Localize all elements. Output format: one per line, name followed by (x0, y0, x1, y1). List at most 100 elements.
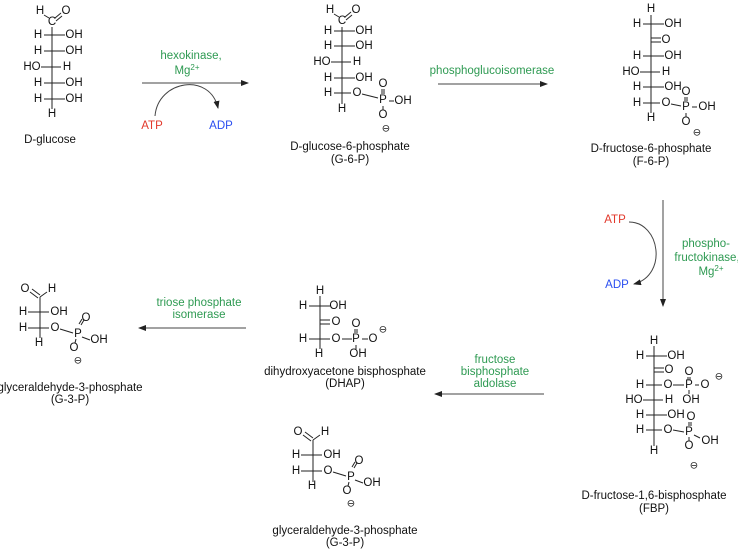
atom: O (353, 87, 362, 99)
molecule-fructose-1-6-bisphosphate: H H OH O H O P O O OH ⊖ HO H H OH H O P … (581, 335, 726, 515)
atom: H (636, 379, 644, 391)
molecule-abbr: (F-6-P) (633, 156, 670, 168)
atom: H (324, 72, 332, 84)
atom: O (21, 283, 30, 295)
atom: H (665, 394, 673, 406)
atom: O (324, 465, 333, 477)
molecule-name: glyceraldehyde-3-phosphate (0, 382, 143, 394)
enzyme-label: aldolase (474, 378, 517, 390)
reaction-arrow-hexokinase: hexokinase, Mg2+ ATP ADP (141, 50, 249, 132)
reaction-arrow-aldolase: fructose bisphosphate aldolase (434, 354, 544, 397)
atom: O (687, 411, 696, 423)
cofactor-mg: Mg2+ (174, 63, 199, 78)
molecule-glyceraldehyde-3-phosphate: O H H OH H O P O OH O ⊖ H glyceraldehyde… (0, 283, 143, 406)
atom: O (352, 318, 361, 330)
enzyme-label: isomerase (172, 309, 225, 321)
cofactor-mg: Mg2+ (698, 264, 723, 279)
atom: O (665, 364, 674, 376)
molecule-glucose-6-phosphate: H C O H OH H OH HO H H OH H O P O O OH H… (290, 4, 411, 166)
atom: H (636, 350, 644, 362)
atom: O (294, 426, 303, 438)
atom: H (34, 93, 42, 105)
atom: OH (698, 101, 715, 113)
enzyme-label: hexokinase, (160, 50, 221, 62)
atom: H (35, 337, 43, 349)
atom: OH (323, 449, 340, 461)
atom: H (36, 5, 44, 17)
atom: O (682, 86, 691, 98)
atom: OH (355, 72, 372, 84)
atom: H (292, 465, 300, 477)
atom: O (343, 485, 352, 497)
atom: O (701, 379, 710, 391)
atom: H (636, 409, 644, 421)
atom: OH (329, 300, 346, 312)
negative-charge: ⊖ (347, 499, 355, 510)
molecule-name: D-fructose-6-phosphate (591, 143, 712, 155)
atom: H (633, 97, 641, 109)
atom: H (308, 480, 316, 492)
molecule-name: glyceraldehyde-3-phosphate (272, 525, 417, 537)
atom: O (662, 34, 671, 46)
enzyme-label: fructose (475, 354, 516, 366)
atp-label: ATP (141, 120, 163, 132)
atom: H (636, 424, 644, 436)
atom: H (19, 322, 27, 334)
atom: O (662, 97, 671, 109)
reaction-arrow-phosphofructokinase: ATP ADP phospho- fructokinase, Mg2+ (604, 200, 738, 307)
atom: O (70, 342, 79, 354)
atom: O (685, 366, 694, 378)
adp-label: ADP (605, 279, 629, 291)
atom: OH (664, 50, 681, 62)
atom: HO (313, 56, 330, 68)
atom: OH (667, 409, 684, 421)
atom: O (332, 316, 341, 328)
negative-charge: ⊖ (690, 461, 698, 472)
molecule-d-glucose: H C O H OH H OH HO H H OH H OH H D-gluco… (23, 5, 82, 146)
atom: H (48, 283, 56, 295)
atom: H (299, 300, 307, 312)
atom: OH (355, 25, 372, 37)
atom: H (353, 56, 361, 68)
atom: O (379, 109, 388, 121)
atom: C (338, 15, 346, 27)
atom: H (315, 348, 323, 360)
atom: H (324, 40, 332, 52)
atom: H (321, 426, 329, 438)
atom: P (685, 379, 693, 391)
atom: P (379, 94, 387, 106)
atom: O (355, 455, 364, 467)
atom: OH (701, 435, 718, 447)
atom: P (352, 333, 360, 345)
atom: H (316, 285, 324, 297)
atom: OH (667, 350, 684, 362)
atom: H (647, 112, 655, 124)
atom: O (682, 116, 691, 128)
enzyme-label: bisphosphate (461, 366, 529, 378)
molecule-fructose-6-phosphate: H H OH O H OH HO H H OH H O P O O OH H ⊖… (591, 3, 716, 168)
enzyme-label: phosphoglucoisomerase (430, 65, 555, 77)
atom: O (62, 5, 71, 17)
atom: H (650, 335, 658, 347)
molecule-glyceraldehyde-3-phosphate-aldolase-product: O H H OH H O P O OH O ⊖ H glyceraldehyde… (272, 426, 417, 549)
atom: H (647, 3, 655, 15)
negative-charge: ⊖ (379, 325, 387, 336)
atom: OH (664, 81, 681, 93)
reaction-arrow-triose-phosphate-isomerase: triose phosphate isomerase (138, 297, 246, 331)
atom: OH (65, 29, 82, 41)
atom: H (48, 108, 56, 120)
enzyme-label: triose phosphate (156, 297, 241, 309)
atom: P (74, 328, 82, 340)
atom: OH (65, 93, 82, 105)
enzyme-label: phospho- (682, 238, 730, 250)
atom: O (332, 333, 341, 345)
atom: HO (625, 394, 642, 406)
atom: H (662, 66, 670, 78)
molecule-name: D-glucose (24, 134, 76, 146)
atom: H (299, 333, 307, 345)
atom: OH (394, 95, 411, 107)
atom: HO (23, 61, 40, 73)
atom: OH (682, 394, 699, 406)
molecule-name: dihydroxyacetone bisphosphate (264, 366, 426, 378)
atom: O (82, 312, 91, 324)
